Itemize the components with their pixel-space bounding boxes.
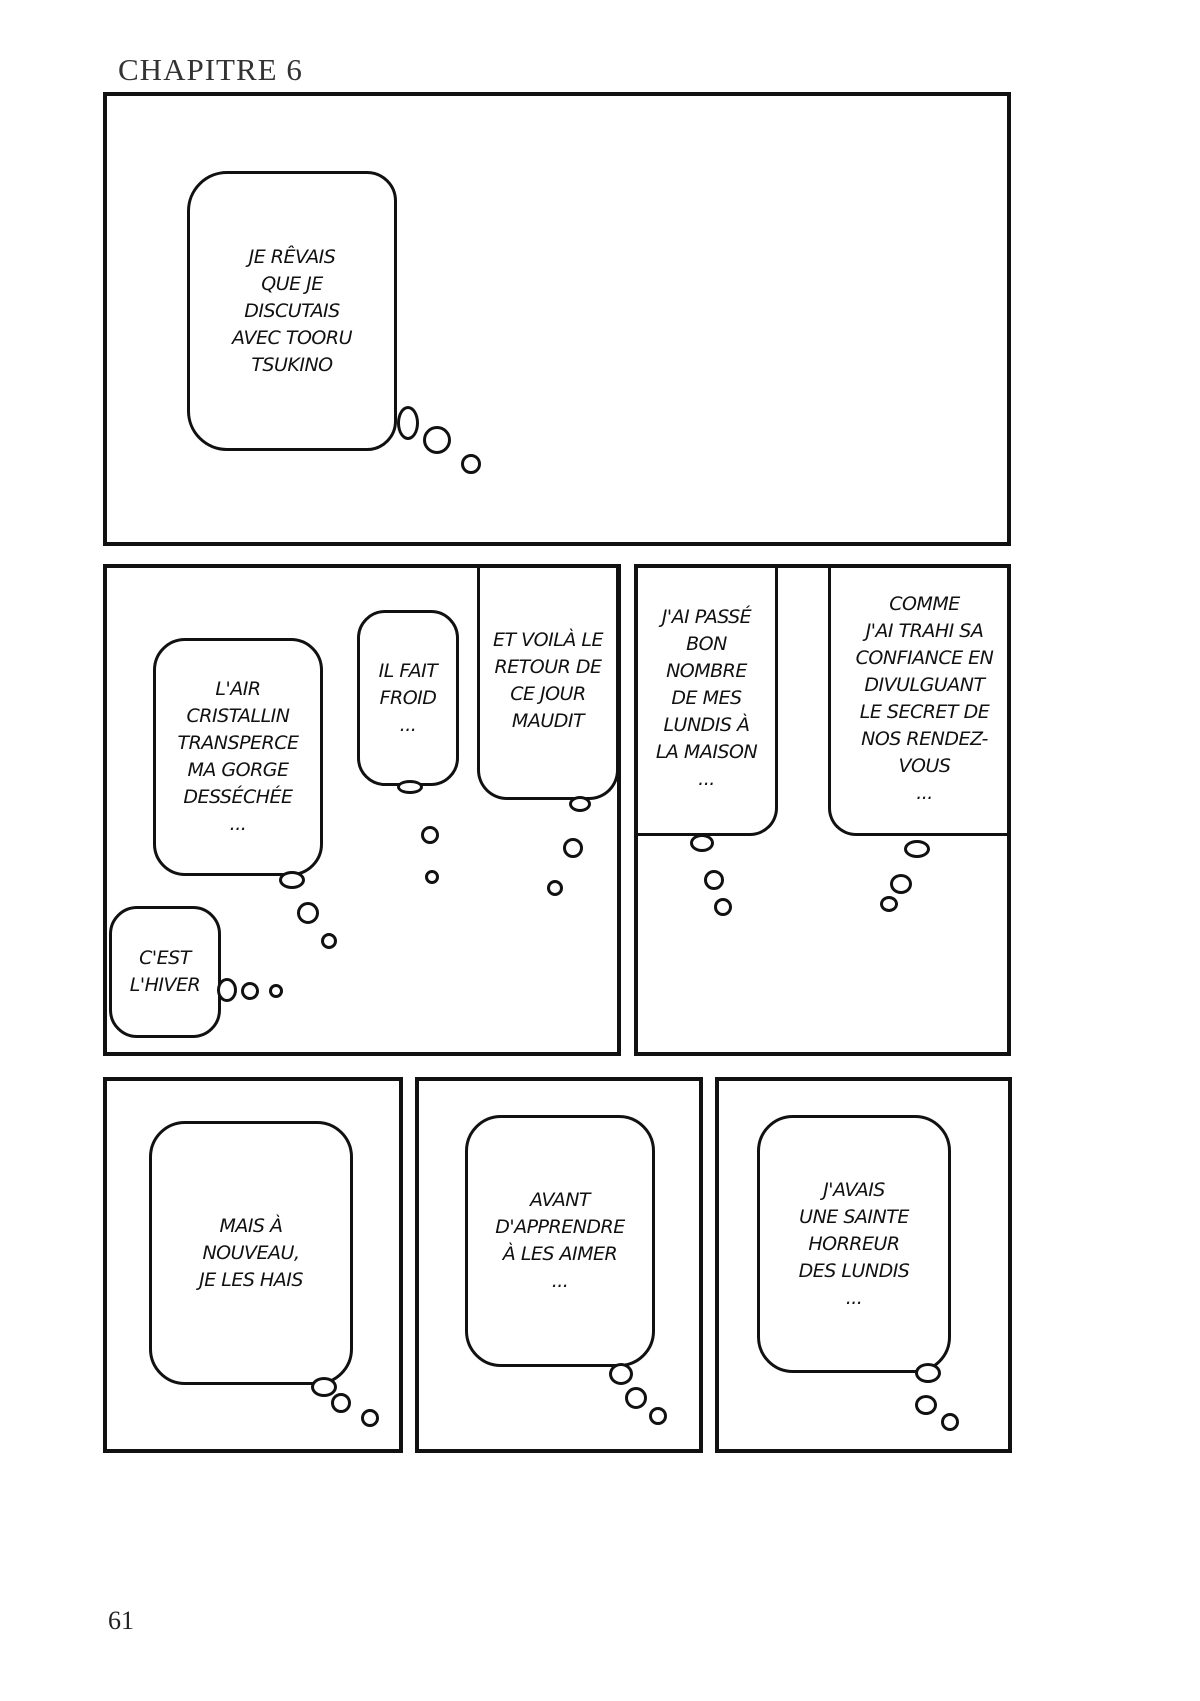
thought-dot: [279, 871, 305, 889]
panel-6: J'AVAIS UNE SAINTE HORREUR DES LUNDIS ..…: [715, 1077, 1012, 1453]
thought-dot: [421, 826, 439, 844]
thought-bubble-10: J'AVAIS UNE SAINTE HORREUR DES LUNDIS ..…: [757, 1115, 951, 1373]
bubble-text-1: JE RÊVAIS QUE JE DISCUTAIS AVEC TOORU TS…: [232, 245, 352, 376]
thought-bubble-7: COMME J'AI TRAHI SA CONFIANCE EN DIVULGU…: [828, 568, 1007, 836]
bubble-text-9: AVANT D'APPRENDRE À LES AIMER ...: [495, 1189, 625, 1292]
thought-bubble-2: L'AIR CRISTALLIN TRANSPERCE MA GORGE DES…: [153, 638, 323, 876]
thought-bubble-1: JE RÊVAIS QUE JE DISCUTAIS AVEC TOORU TS…: [187, 171, 397, 451]
thought-dot: [425, 870, 439, 884]
bubble-text-7: COMME J'AI TRAHI SA CONFIANCE EN DIVULGU…: [855, 592, 994, 804]
bubble-text-5: C'EST L'HIVER: [129, 947, 201, 996]
thought-dot: [397, 780, 423, 794]
thought-bubble-9: AVANT D'APPRENDRE À LES AIMER ...: [465, 1115, 655, 1367]
bubble-text-3: IL FAIT FROID ...: [378, 659, 438, 736]
thought-dot: [690, 834, 714, 852]
thought-dot: [547, 880, 563, 896]
thought-bubble-6: J'AI PASSÉ BON NOMBRE DE MES LUNDIS À LA…: [638, 568, 778, 836]
thought-bubble-3: IL FAIT FROID ...: [357, 610, 459, 786]
thought-bubble-4: ET VOILÀ LE RETOUR DE CE JOUR MAUDIT: [477, 568, 617, 800]
thought-dot: [880, 896, 898, 912]
thought-dot: [563, 838, 583, 858]
thought-dot: [941, 1413, 959, 1431]
thought-dot: [269, 984, 283, 998]
thought-dot: [904, 840, 930, 858]
thought-dot: [714, 898, 732, 916]
panel-4: MAIS À NOUVEAU, JE LES HAIS: [103, 1077, 403, 1453]
bubble-text-10: J'AVAIS UNE SAINTE HORREUR DES LUNDIS ..…: [798, 1178, 910, 1309]
thought-dot: [397, 406, 419, 440]
panel-5: AVANT D'APPRENDRE À LES AIMER ...: [415, 1077, 703, 1453]
thought-dot: [649, 1407, 667, 1425]
bubble-text-6: J'AI PASSÉ BON NOMBRE DE MES LUNDIS À LA…: [655, 606, 758, 790]
thought-dot: [890, 874, 912, 894]
thought-dot: [241, 982, 259, 1000]
panel-3: J'AI PASSÉ BON NOMBRE DE MES LUNDIS À LA…: [634, 564, 1011, 1056]
thought-bubble-5: C'EST L'HIVER: [109, 906, 221, 1038]
bubble-text-4: ET VOILÀ LE RETOUR DE CE JOUR MAUDIT: [493, 628, 603, 732]
thought-dot: [361, 1409, 379, 1427]
thought-dot: [461, 454, 481, 474]
thought-dot: [915, 1395, 937, 1415]
thought-dot: [569, 796, 591, 812]
thought-dot: [915, 1363, 941, 1383]
panel-1: JE RÊVAIS QUE JE DISCUTAIS AVEC TOORU TS…: [103, 92, 1011, 546]
panel-2: L'AIR CRISTALLIN TRANSPERCE MA GORGE DES…: [103, 564, 621, 1056]
thought-dot: [625, 1387, 647, 1409]
thought-dot: [331, 1393, 351, 1413]
bubble-text-2: L'AIR CRISTALLIN TRANSPERCE MA GORGE DES…: [177, 678, 299, 835]
thought-dot: [311, 1377, 337, 1397]
chapter-label: CHAPITRE 6: [118, 52, 303, 87]
thought-bubble-8: MAIS À NOUVEAU, JE LES HAIS: [149, 1121, 353, 1385]
thought-dot: [423, 426, 451, 454]
thought-dot: [321, 933, 337, 949]
page-number: 61: [108, 1606, 134, 1635]
thought-dot: [297, 902, 319, 924]
thought-dot: [609, 1363, 633, 1385]
bubble-text-8: MAIS À NOUVEAU, JE LES HAIS: [199, 1214, 303, 1291]
thought-dot: [217, 978, 237, 1002]
thought-dot: [704, 870, 724, 890]
